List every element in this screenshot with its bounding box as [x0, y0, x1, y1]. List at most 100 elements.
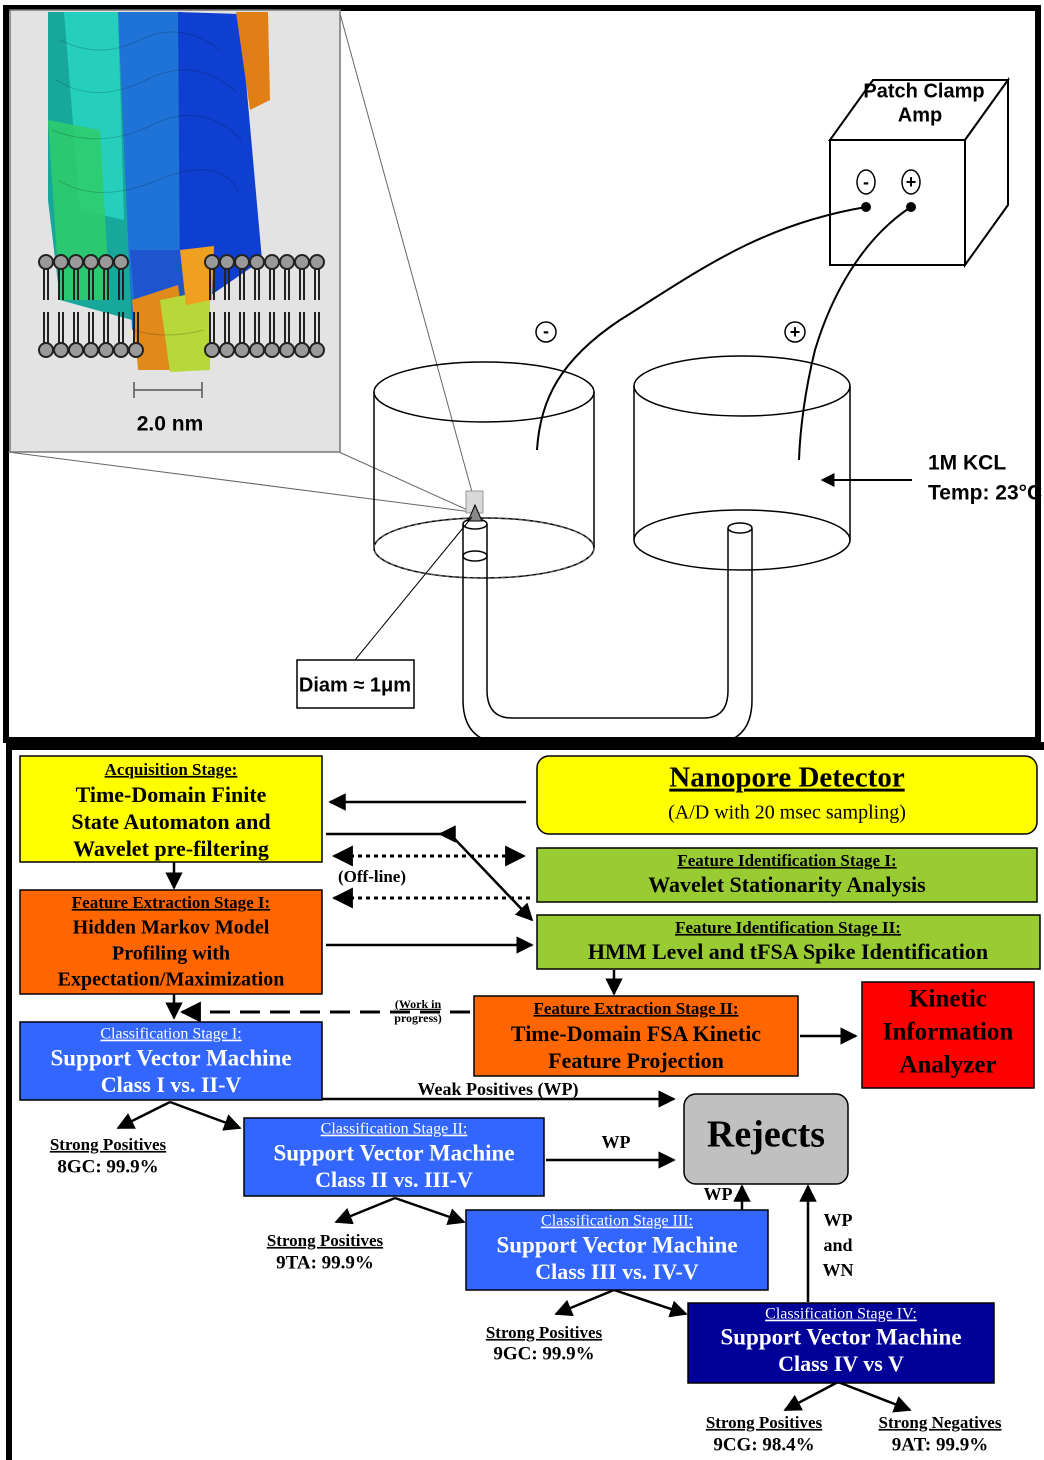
electrode-wires — [536, 206, 912, 461]
class-2-line-1: Support Vector Machine — [273, 1140, 514, 1165]
amplifier-title-line1: Patch Clamp — [863, 80, 984, 102]
panel-divider — [6, 742, 1044, 750]
classification-stage-4-box: Classification Stage IV: Support Vector … — [687, 1302, 995, 1384]
class-3-line-1: Support Vector Machine — [496, 1232, 737, 1257]
result-stage-4-negatives: Strong Negatives 9AT: 99.9% — [879, 1413, 1002, 1455]
class-4-stage-label: Classification Stage IV: — [765, 1306, 917, 1323]
wp-label-stage-2: WP — [602, 1132, 631, 1152]
classification-stage-2-box: Classification Stage II: Support Vector … — [243, 1117, 545, 1197]
feature-id-2-stage-label: Feature Identification Stage II: — [675, 918, 901, 937]
result-2-title: Strong Positives — [267, 1231, 384, 1250]
nanopore-detector-title: Nanopore Detector — [669, 762, 905, 794]
acquisition-line-3: Wavelet pre-filtering — [73, 836, 269, 861]
class-3-stage-label: Classification Stage III: — [541, 1213, 693, 1230]
negative-wire — [536, 206, 867, 451]
wp-wn-label-line-2: and — [823, 1235, 852, 1255]
result-5-title: Strong Negatives — [879, 1413, 1002, 1432]
class-1-line-2: Class I vs. II-V — [101, 1072, 242, 1097]
wp-wn-label-line-3: WN — [823, 1260, 854, 1280]
scale-label: 2.0 nm — [137, 413, 204, 436]
work-in-progress-label-2: progress) — [394, 1011, 442, 1025]
kinetic-information-analyzer-box: Kinetic Information Analyzer — [861, 981, 1035, 1089]
svg-text:+: + — [906, 172, 917, 192]
zoom-guide-lines — [7, 9, 473, 513]
bottom-panel-left-border — [6, 750, 12, 1460]
result-3-title: Strong Positives — [486, 1323, 603, 1342]
feature-extraction-stage-2-box: Feature Extraction Stage II: Time-Domain… — [473, 995, 799, 1077]
acquisition-line-2: State Automaton and — [71, 809, 270, 834]
work-in-progress-label-1: (Work in — [395, 997, 442, 1011]
protein-pore-inset: 2.0 nm — [9, 9, 341, 453]
rejects-title: Rejects — [707, 1114, 825, 1156]
kinetic-line-3: Analyzer — [899, 1052, 996, 1079]
nanopore-detector-box: Nanopore Detector (A/D with 20 msec samp… — [536, 755, 1038, 835]
result-1-title: Strong Positives — [50, 1135, 167, 1154]
solution-label-line2: Temp: 23°C — [928, 482, 1042, 505]
class-3-line-2: Class III vs. IV-V — [535, 1259, 699, 1284]
class-2-stage-label: Classification Stage II: — [321, 1121, 468, 1138]
rejects-box: Rejects — [683, 1093, 849, 1185]
result-2-value: 9TA: 99.9% — [276, 1252, 374, 1273]
result-stage-4-positives: Strong Positives 9CG: 98.4% — [706, 1413, 823, 1455]
offline-connectors — [331, 845, 530, 909]
svg-text:-: - — [863, 172, 869, 192]
acquisition-stage-box: Acquisition Stage: Time-Domain Finite St… — [19, 755, 323, 863]
feature-ext-2-line-2: Feature Projection — [548, 1048, 724, 1073]
feature-ext-1-line-3: Expectation/Maximization — [58, 969, 285, 991]
aperture-pointer-line — [354, 516, 473, 661]
wp-label-stage-3: WP — [704, 1184, 733, 1204]
flowchart: (Off-line) (Work in progress) Nanopore D… — [19, 755, 1041, 1455]
kinetic-line-1: Kinetic — [909, 986, 987, 1013]
amp-negative-terminal: - — [856, 169, 876, 212]
left-cup — [373, 361, 595, 579]
class-4-line-2: Class IV vs V — [778, 1351, 904, 1376]
acquisition-stage-label: Acquisition Stage: — [105, 760, 238, 779]
feature-id-1-title: Wavelet Stationarity Analysis — [648, 872, 926, 897]
aperture-label: Diam ≈ 1μm — [299, 674, 411, 696]
result-stage-1: Strong Positives 8GC: 99.9% — [50, 1135, 167, 1177]
wp-wn-label-line-1: WP — [824, 1210, 853, 1230]
svg-text:-: - — [543, 321, 549, 341]
class-2-line-2: Class II vs. III-V — [315, 1167, 473, 1192]
experimental-setup-panel: 2.0 nm Patch Clamp Amp - + — [3, 5, 1042, 745]
feature-id-2-title: HMM Level and tFSA Spike Identification — [588, 939, 988, 964]
classification-stage-3-box: Classification Stage III: Support Vector… — [465, 1209, 769, 1291]
amplifier-title-line2: Amp — [898, 104, 942, 126]
result-5-value: 9AT: 99.9% — [892, 1434, 988, 1455]
feature-ext-1-line-2: Profiling with — [112, 943, 230, 965]
feature-ext-2-line-1: Time-Domain FSA Kinetic — [511, 1021, 761, 1046]
scale-bar — [133, 382, 203, 398]
result-4-title: Strong Positives — [706, 1413, 823, 1432]
aperture-label-box — [296, 659, 415, 709]
right-cup — [633, 355, 851, 571]
feature-ext-1-stage-label: Feature Extraction Stage I: — [72, 893, 270, 912]
class-1-stage-label: Classification Stage I: — [100, 1026, 241, 1043]
nanopore-detector-subtitle: (A/D with 20 msec sampling) — [668, 802, 906, 824]
result-stage-2: Strong Positives 9TA: 99.9% — [267, 1231, 384, 1273]
result-stage-3: Strong Positives 9GC: 99.9% — [486, 1323, 603, 1364]
class-1-line-1: Support Vector Machine — [50, 1045, 291, 1070]
positive-wire — [798, 206, 912, 461]
result-3-value: 9GC: 99.9% — [493, 1343, 594, 1364]
patch-clamp-amplifier — [828, 76, 1010, 269]
feature-id-1-stage-label: Feature Identification Stage I: — [677, 851, 896, 870]
protein-structure — [48, 12, 270, 372]
lipid-left-group — [38, 254, 144, 358]
feature-extraction-stage-1-box: Feature Extraction Stage I: Hidden Marko… — [19, 889, 323, 995]
right-cup-sign: + — [784, 321, 806, 343]
acquisition-line-1: Time-Domain Finite — [76, 782, 267, 807]
weak-positives-label: Weak Positives (WP) — [418, 1079, 579, 1100]
left-cup-sign: - — [535, 321, 557, 343]
feature-ext-1-line-1: Hidden Markov Model — [73, 917, 270, 939]
kinetic-line-2: Information — [883, 1019, 1014, 1046]
feature-ext-2-stage-label: Feature Extraction Stage II: — [533, 999, 738, 1018]
result-1-value: 8GC: 99.9% — [57, 1156, 158, 1177]
flow-connectors — [116, 793, 912, 1413]
feature-identification-stage-2-box: Feature Identification Stage II: HMM Lev… — [536, 914, 1041, 970]
classification-stage-1-box: Classification Stage I: Support Vector M… — [19, 1021, 323, 1101]
lipid-right-group — [204, 254, 325, 358]
feature-identification-stage-1-box: Feature Identification Stage I: Wavelet … — [536, 847, 1038, 903]
result-4-value: 9CG: 98.4% — [713, 1434, 814, 1455]
solution-label-line1: 1M KCL — [928, 452, 1006, 475]
svg-text:+: + — [790, 322, 801, 342]
